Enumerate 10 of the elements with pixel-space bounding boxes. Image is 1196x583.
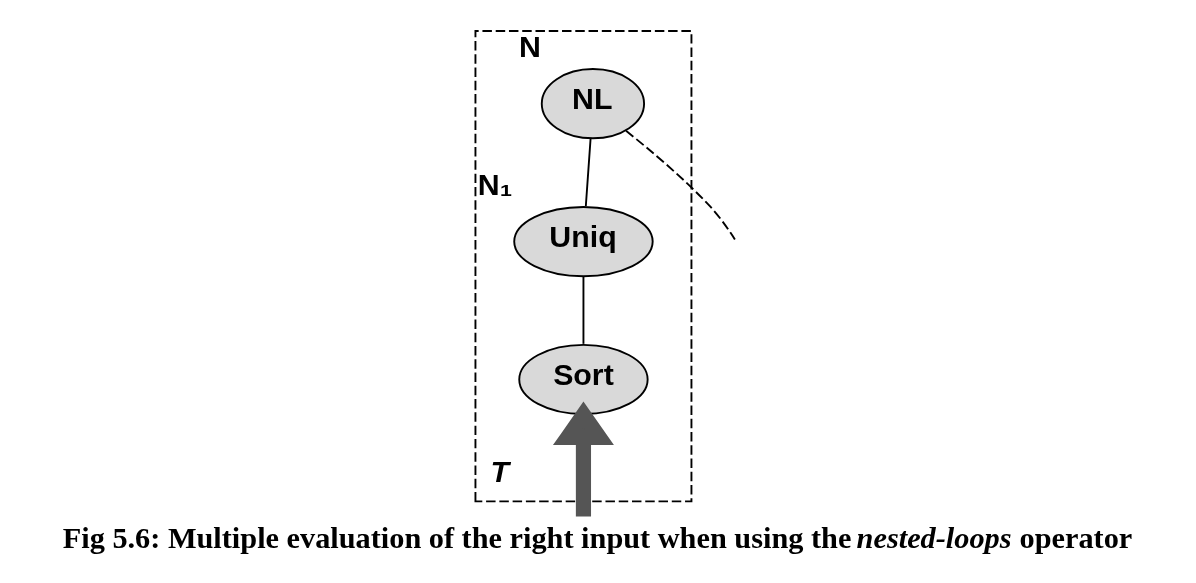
node-ellipse: NL xyxy=(540,68,646,140)
node-ellipse: Sort xyxy=(518,343,649,415)
caption: Fig 5.6: Multiple evaluation of the right input when using the nested-loops operator xyxy=(62,520,1133,555)
node-label: N xyxy=(519,30,541,64)
connector xyxy=(584,137,592,207)
node-label: N₁ xyxy=(477,167,513,201)
arrow xyxy=(552,401,614,517)
connector xyxy=(582,275,585,345)
node-ellipse: Uniq xyxy=(513,206,654,278)
connector xyxy=(625,129,736,241)
